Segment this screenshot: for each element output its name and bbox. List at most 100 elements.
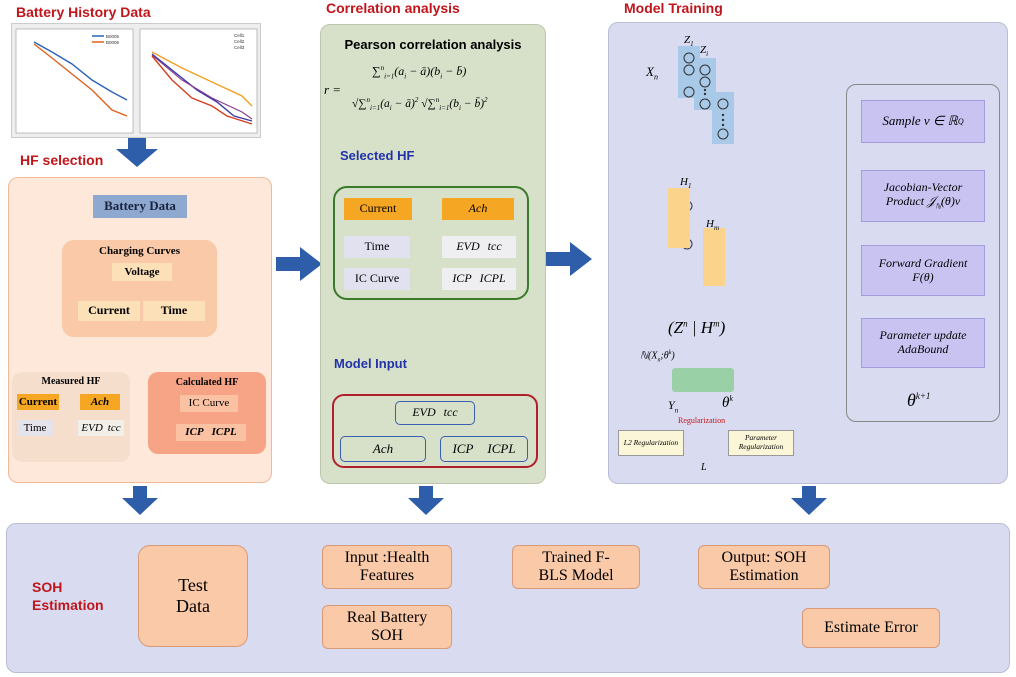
fg-line2: F(θ): [912, 269, 934, 284]
hm-label: Hm: [706, 218, 720, 233]
left-legend-1: B0005: [106, 34, 120, 39]
yn-text: Y: [668, 398, 675, 412]
feature-layer-zi: [694, 58, 716, 110]
trained-model-box: Trained F- BLS Model: [512, 545, 640, 589]
input-icp-icpl: ICP ICPL: [440, 436, 528, 462]
enhancement-layer-hm: [703, 228, 725, 286]
jvp-product: Product: [885, 194, 925, 209]
selected-evd-tcc: EVD tcc: [442, 236, 516, 258]
model-input-label: Model Input: [334, 356, 407, 371]
arrow-corr-down: [408, 486, 444, 515]
calculated-hf-label: Calculated HF: [175, 377, 239, 388]
time-box: Time: [143, 301, 205, 321]
left-legend-2: B0006: [106, 40, 120, 45]
test-data-box: Test Data: [138, 545, 248, 647]
selected-current: Current: [344, 198, 412, 220]
selected-icp: ICP: [452, 271, 472, 286]
h1-label: H1: [680, 176, 692, 191]
measured-tcc: tcc: [107, 421, 121, 434]
fg-line1: Forward Gradient: [878, 255, 968, 270]
measured-current: Current: [17, 394, 59, 410]
model-input-group: [332, 394, 538, 468]
xn-text: X: [646, 64, 654, 79]
pearson-title: Pearson correlation analysis: [344, 37, 522, 52]
battery-history-plots: B0005 B0006 Cell1 Cell2 Cell3: [15, 28, 258, 134]
measured-ach: Ach: [80, 394, 120, 410]
nx-text: ℕ(X: [640, 350, 658, 362]
hf-icp: ICP: [185, 426, 204, 439]
hf-icpl: ICPL: [211, 426, 237, 439]
selected-tcc: tcc: [487, 239, 502, 254]
pearson-r: r =: [324, 82, 342, 97]
icp-icpl-box: ICP ICPL: [176, 424, 246, 441]
arrow-train-down: [791, 486, 827, 515]
pearson-denominator: √∑ni=1(ai − ā)2 √∑ni=1(bi − b̄)2: [352, 96, 488, 113]
voltage-box: Voltage: [112, 263, 172, 281]
selected-ach: Ach: [442, 198, 514, 220]
input-ach: Ach: [340, 436, 426, 462]
z1-label: Z1: [684, 34, 694, 49]
yn-label: Yn: [668, 398, 679, 415]
theta-k-text: θ: [722, 395, 730, 411]
arrow-hf-down: [122, 486, 158, 515]
selected-ic-curve: IC Curve: [344, 268, 410, 290]
theta-next: θk+1: [907, 390, 931, 410]
current-box: Current: [78, 301, 140, 321]
zh-text: (Z: [668, 318, 684, 337]
selected-hf-label: Selected HF: [340, 148, 415, 163]
measured-time: Time: [17, 420, 53, 436]
pearson-numerator: ∑ni=1(ai − ā)(bi − b̄): [372, 64, 467, 81]
input-health-features-box: Input :Health Features: [322, 545, 452, 589]
hf-selection-title: HF selection: [20, 152, 104, 168]
ic-curve-box: IC Curve: [180, 395, 238, 412]
input-evd-tcc: EVD tcc: [395, 401, 475, 425]
parameter-regularization-box: Parameter Regularization: [728, 430, 794, 456]
jvp-line1: Jacobian-Vector: [883, 180, 963, 195]
right-legend-2: Cell2: [234, 39, 245, 44]
sample-text: Sample v ∈ ℝ: [882, 113, 958, 129]
measured-evd-tcc: EVD tcc: [78, 420, 124, 436]
jvp-box: Jacobian-Vector Product 𝒥ℕ(θ)v: [861, 170, 985, 222]
model-training-title: Model Training: [624, 0, 723, 16]
arrow-hf-to-corr: [276, 247, 322, 281]
input-icp: ICP: [452, 440, 474, 456]
selected-icpl: ICPL: [479, 271, 506, 286]
theta-k-label: θk: [722, 394, 733, 411]
output-layer: [672, 368, 734, 392]
z1-text: Z: [684, 34, 691, 46]
pu-line1: Parameter update: [879, 328, 967, 343]
input-tcc: tcc: [443, 405, 458, 420]
enhancement-layer-h1: [668, 188, 690, 248]
zi-label: Zi: [700, 44, 709, 59]
battery-history-figure: B0005 B0006 Cell1 Cell2 Cell3: [11, 23, 261, 138]
measured-hf-box: [12, 372, 130, 462]
soh-estimation-title: SOH Estimation: [32, 579, 104, 614]
pu-line2: AdaBound: [897, 342, 949, 356]
network-function: ℕ(Xn;θk): [640, 350, 675, 364]
selected-evd: EVD: [456, 239, 480, 254]
right-legend-1: Cell1: [234, 33, 245, 38]
real-battery-soh-box: Real Battery SOH: [322, 605, 452, 649]
h1-text: H: [680, 176, 688, 188]
regularization-label: Regularization: [678, 416, 726, 425]
input-icpl: ICPL: [487, 440, 516, 456]
selected-time: Time: [344, 236, 410, 258]
battery-data-box: Battery Data: [93, 195, 187, 218]
feature-layer-zn: [712, 92, 734, 144]
battery-history-title: Battery History Data: [16, 4, 151, 20]
correlation-title: Correlation analysis: [326, 0, 460, 16]
xn-label: Xn: [646, 64, 658, 82]
theta-next-text: θ: [907, 390, 916, 410]
loss-label: L: [701, 462, 707, 473]
selected-hf-group: [333, 186, 529, 300]
l2-regularization-box: L2 Regularization: [618, 430, 684, 456]
flow-arrows: [116, 137, 827, 515]
selected-icp-icpl: ICP ICPL: [442, 268, 516, 290]
output-soh-box: Output: SOH Estimation: [698, 545, 830, 589]
right-legend-3: Cell3: [234, 45, 245, 50]
input-evd: EVD: [412, 405, 436, 420]
measured-hf-label: Measured HF: [41, 376, 101, 387]
zh-concat: (Zn | Hm): [668, 318, 726, 337]
